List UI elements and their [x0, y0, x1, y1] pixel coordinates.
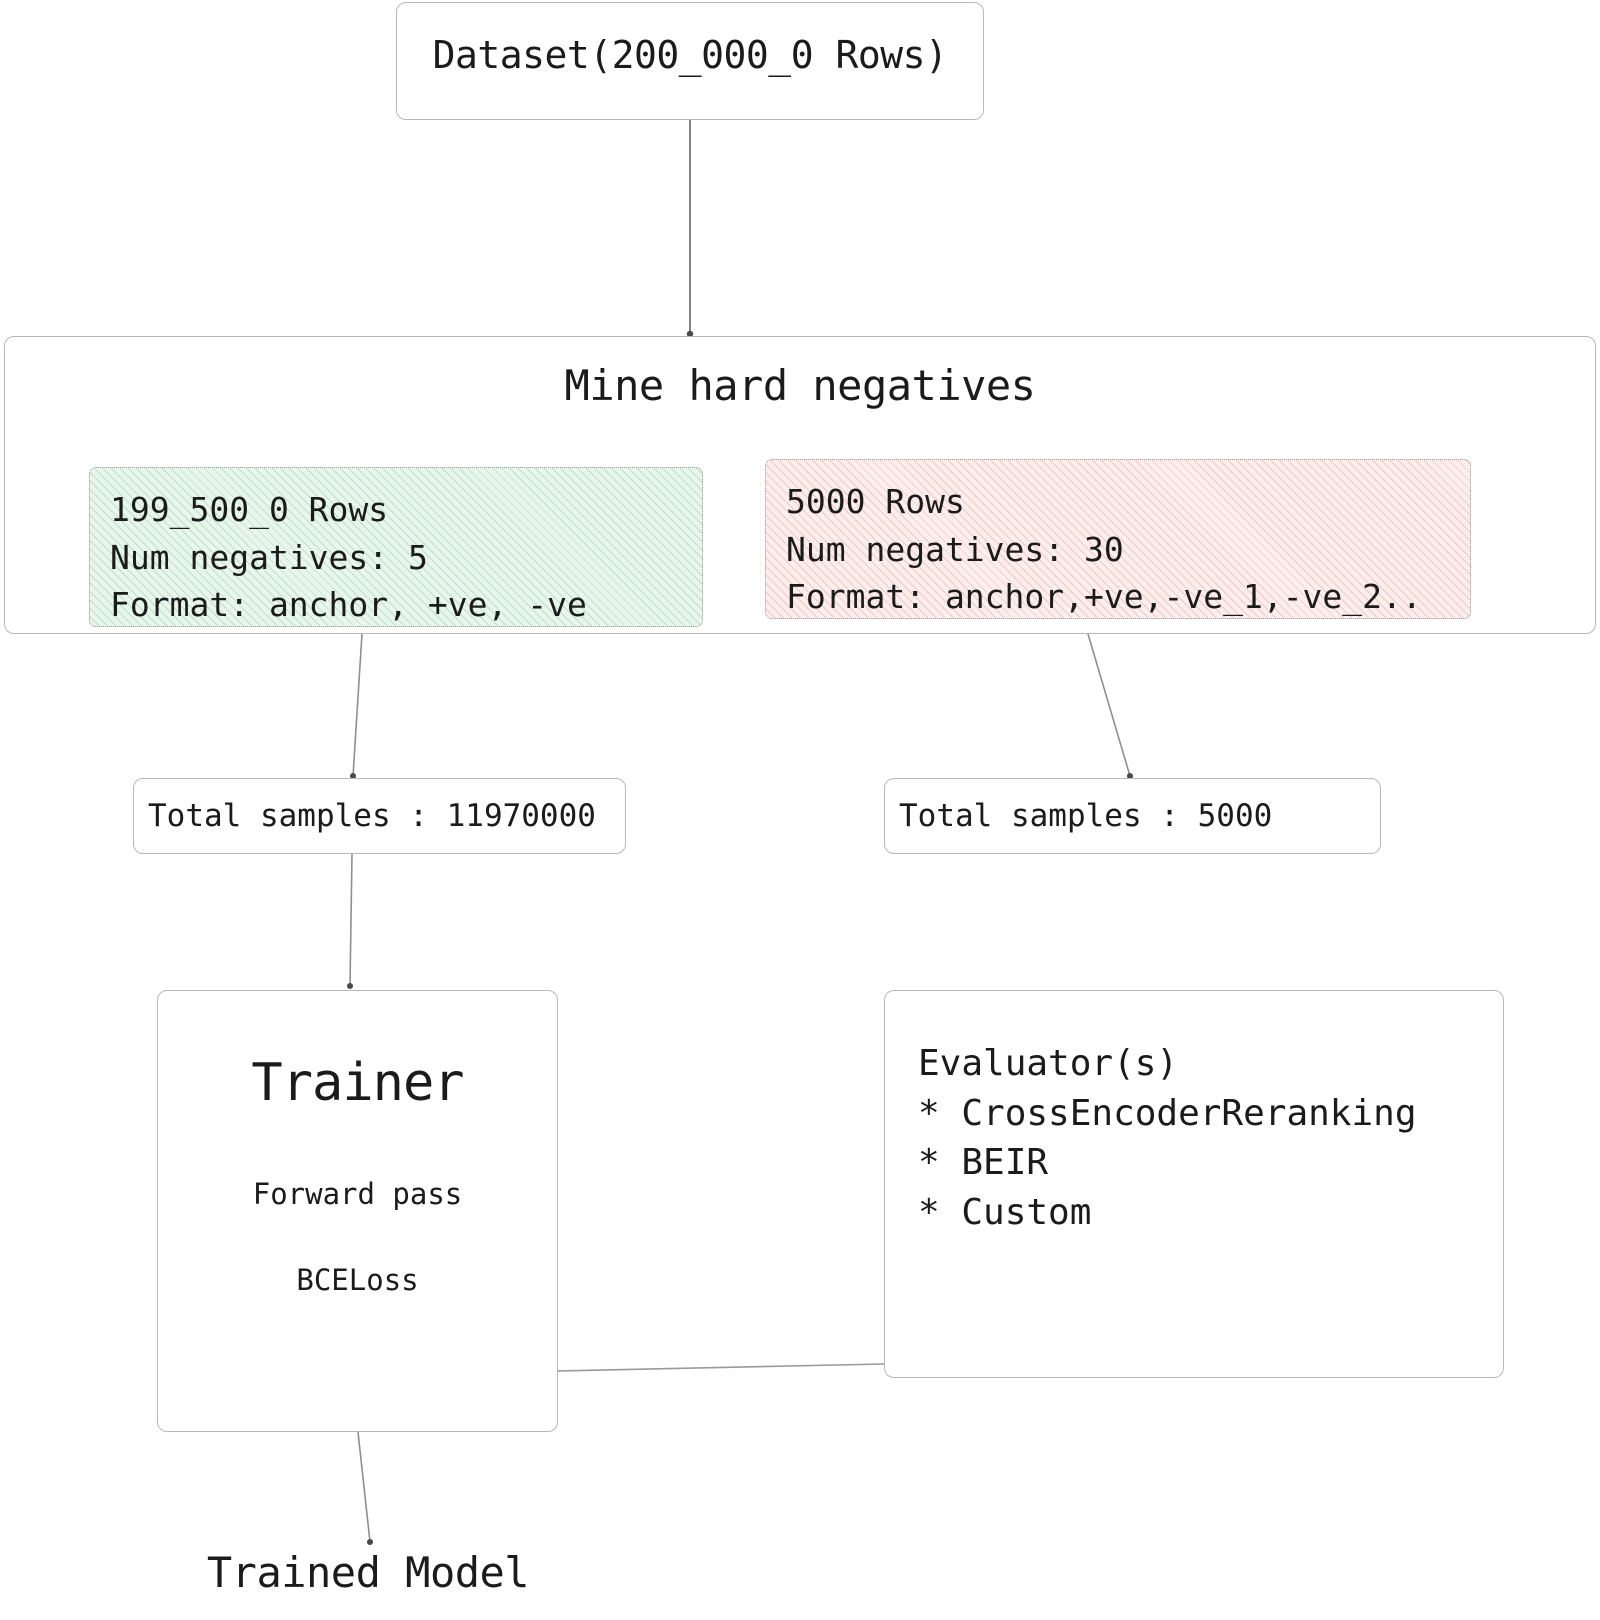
- dataset-node[interactable]: Dataset(200_000_0 Rows): [396, 2, 984, 120]
- edge-evalsplit-to-total-right: [1087, 633, 1134, 780]
- edge-trainer-to-output: [357, 1431, 374, 1546]
- edge-total-left-to-trainer: [346, 853, 354, 990]
- evaluator-body: Evaluator(s) * CrossEncoderReranking * B…: [918, 1039, 1417, 1238]
- total-samples-train-node[interactable]: Total samples : 11970000: [133, 778, 626, 854]
- eval-split-rows: 5000 Rows: [786, 482, 965, 521]
- total-samples-eval-node[interactable]: Total samples : 5000: [884, 778, 1381, 854]
- train-split-format: Format: anchor, +ve, -ve: [110, 585, 587, 625]
- trained-model-label: Trained Model: [206, 1548, 530, 1597]
- evaluator-item-cross-encoder-reranking: * CrossEncoderReranking: [918, 1092, 1417, 1134]
- eval-split-format: Format: anchor,+ve,-ve_1,-ve_2..: [786, 577, 1422, 617]
- eval-split-box[interactable]: 5000 Rows Num negatives: 30 Format: anch…: [765, 459, 1471, 619]
- train-split-num-negatives: Num negatives: 5: [110, 537, 428, 577]
- evaluator-node[interactable]: Evaluator(s) * CrossEncoderReranking * B…: [884, 990, 1504, 1378]
- train-split-box[interactable]: 199_500_0 Rows Num negatives: 5 Format: …: [89, 467, 703, 627]
- mine-hard-negatives-node[interactable]: Mine hard negatives 199_500_0 Rows Num n…: [4, 336, 1596, 634]
- trainer-node[interactable]: Trainer Forward pass BCELoss: [157, 990, 558, 1432]
- total-samples-train-label: Total samples : 11970000: [148, 798, 596, 834]
- edge-trainsplit-to-total-left: [349, 633, 363, 780]
- dataset-label: Dataset(200_000_0 Rows): [432, 33, 948, 77]
- total-samples-eval-label: Total samples : 5000: [899, 798, 1273, 834]
- forward-pass-label: Forward pass: [252, 1177, 463, 1211]
- bceloss-label: BCELoss: [296, 1263, 419, 1297]
- evaluator-title: Evaluator(s): [918, 1043, 1179, 1084]
- train-split-rows: 199_500_0 Rows: [110, 490, 389, 529]
- evaluator-item-custom: * Custom: [918, 1192, 1092, 1234]
- mine-hard-negatives-title: Mine hard negatives: [564, 361, 1036, 410]
- evaluator-item-beir: * BEIR: [918, 1142, 1049, 1184]
- eval-split-num-negatives: Num negatives: 30: [786, 529, 1124, 569]
- trainer-title: Trainer: [251, 1053, 464, 1113]
